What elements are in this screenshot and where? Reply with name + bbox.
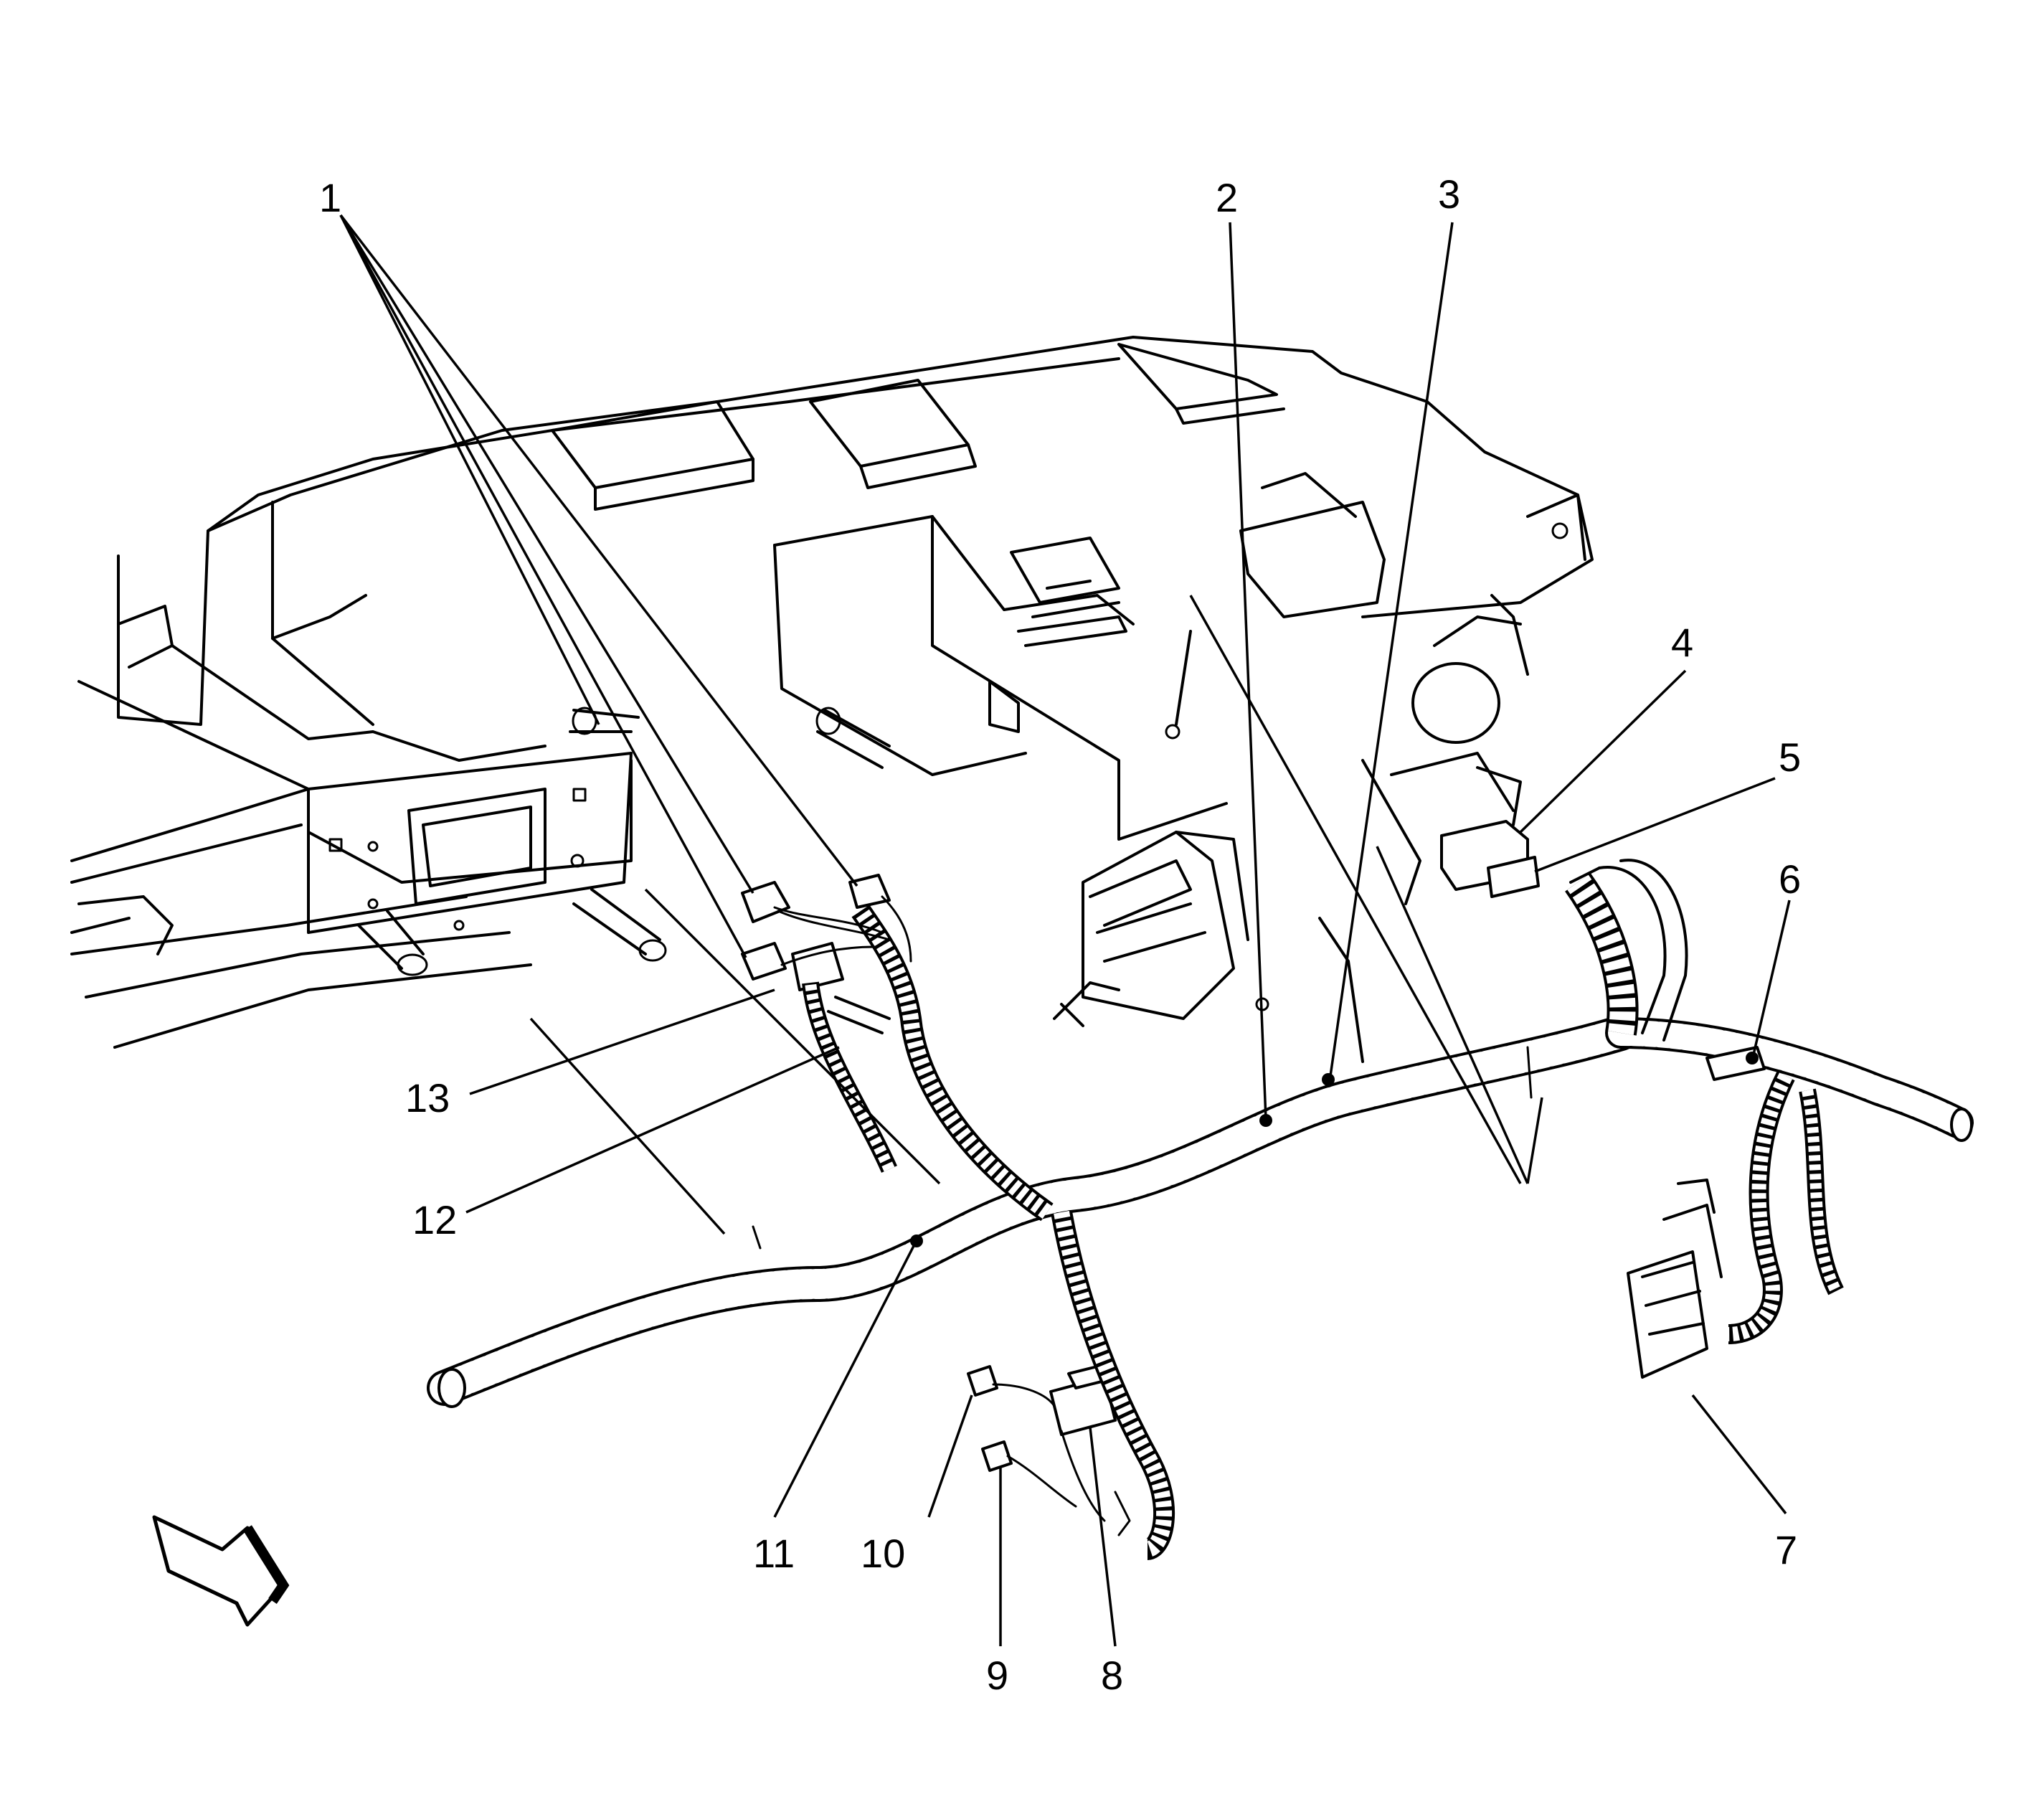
junction-block-7 xyxy=(1627,1250,1708,1379)
connector-12 xyxy=(827,996,891,1034)
callout-5: 5 xyxy=(1779,735,1801,780)
callout-7: 7 xyxy=(1775,1527,1797,1572)
connector-9 xyxy=(981,1440,1013,1472)
callout-9: 9 xyxy=(986,1653,1008,1698)
view-direction-arrow-icon xyxy=(152,1515,290,1627)
connector-1c xyxy=(741,942,787,981)
callout-labels: 1 2 3 4 5 6 7 8 9 10 11 12 13 xyxy=(319,171,1801,1698)
callout-11: 11 xyxy=(753,1531,795,1576)
callout-3: 3 xyxy=(1438,171,1460,217)
callout-1: 1 xyxy=(319,175,341,220)
connector-5 xyxy=(1487,856,1540,898)
callout-8: 8 xyxy=(1101,1653,1123,1698)
leader-lines xyxy=(339,214,1791,1647)
connector-1b xyxy=(848,874,891,909)
connector-13 xyxy=(791,942,844,991)
callout-2: 2 xyxy=(1216,175,1238,220)
connector-10 xyxy=(967,1365,998,1397)
callout-6: 6 xyxy=(1779,856,1801,902)
wiring-harness xyxy=(427,859,1974,1560)
callout-12: 12 xyxy=(412,1197,457,1242)
instrument-panel-structure xyxy=(70,336,1594,1063)
callout-13: 13 xyxy=(405,1075,450,1120)
callout-10: 10 xyxy=(861,1531,905,1576)
callout-4: 4 xyxy=(1671,620,1693,665)
